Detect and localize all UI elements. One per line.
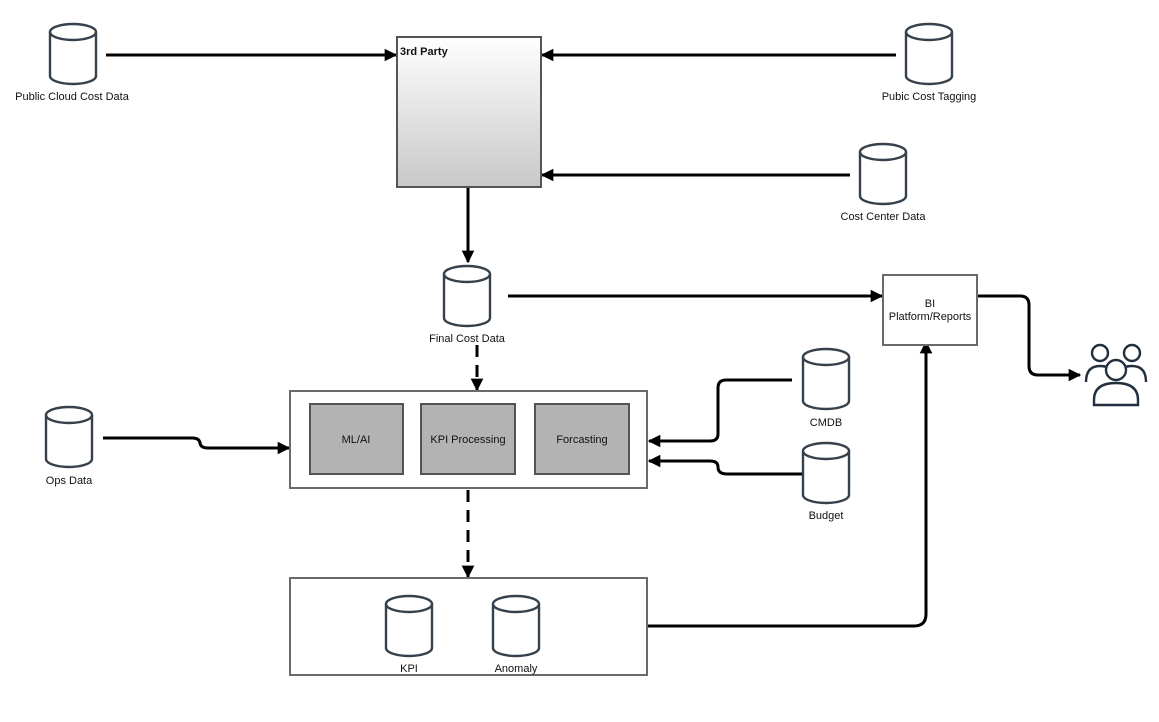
users-group-icon — [1084, 343, 1148, 407]
ml-ai-box — [309, 403, 404, 475]
bi-platform-label-line2: Platform/Reports — [889, 311, 972, 323]
cost-center-label: Cost Center Data — [841, 211, 927, 223]
anomaly-label: Anomaly — [495, 663, 538, 675]
third-party-label: 3rd Party — [400, 46, 449, 58]
budget-label: Budget — [809, 510, 844, 522]
final-cost-database-icon — [442, 264, 492, 328]
bi-platform-label-line1: BI — [925, 298, 935, 310]
ml-ai-label: ML/AI — [342, 434, 371, 446]
ops-data-label: Ops Data — [46, 475, 93, 487]
public-cost-tagging-label: Pubic Cost Tagging — [882, 91, 977, 103]
kpi-label: KPI — [400, 663, 418, 675]
outputs-box — [289, 577, 648, 676]
final-cost-label: Final Cost Data — [429, 333, 506, 345]
forecasting-box — [534, 403, 630, 475]
public-cloud-cost-label: Public Cloud Cost Data — [15, 91, 130, 103]
forecasting-label: Forcasting — [556, 434, 607, 446]
cost-center-database-icon — [858, 142, 908, 206]
ops-database-icon — [44, 405, 94, 469]
public-cost-tagging-database-icon — [904, 22, 954, 86]
edge-outputs-to-bi — [648, 340, 933, 628]
edge-cmdb-to-processing — [647, 378, 792, 448]
edge-bi-to-users — [978, 294, 1082, 382]
edge-ops-to-processing — [103, 436, 291, 455]
bi-platform-box: BI Platform/Reports — [882, 274, 978, 346]
third-party-box: 3rd Party — [396, 36, 542, 188]
budget-database-icon — [801, 441, 851, 505]
edge-budget-to-processing — [647, 454, 802, 476]
public-cloud-cost-database-icon — [48, 22, 98, 86]
processing-box: ML/AI KPI Processing Forcasting — [289, 390, 648, 489]
kpi-database-icon — [384, 594, 434, 658]
kpi-processing-label: KPI Processing — [430, 434, 505, 446]
kpi-processing-box — [420, 403, 516, 475]
anomaly-database-icon — [491, 594, 541, 658]
edges — [103, 48, 1082, 628]
cmdb-label: CMDB — [810, 417, 842, 429]
cmdb-database-icon — [801, 347, 851, 411]
